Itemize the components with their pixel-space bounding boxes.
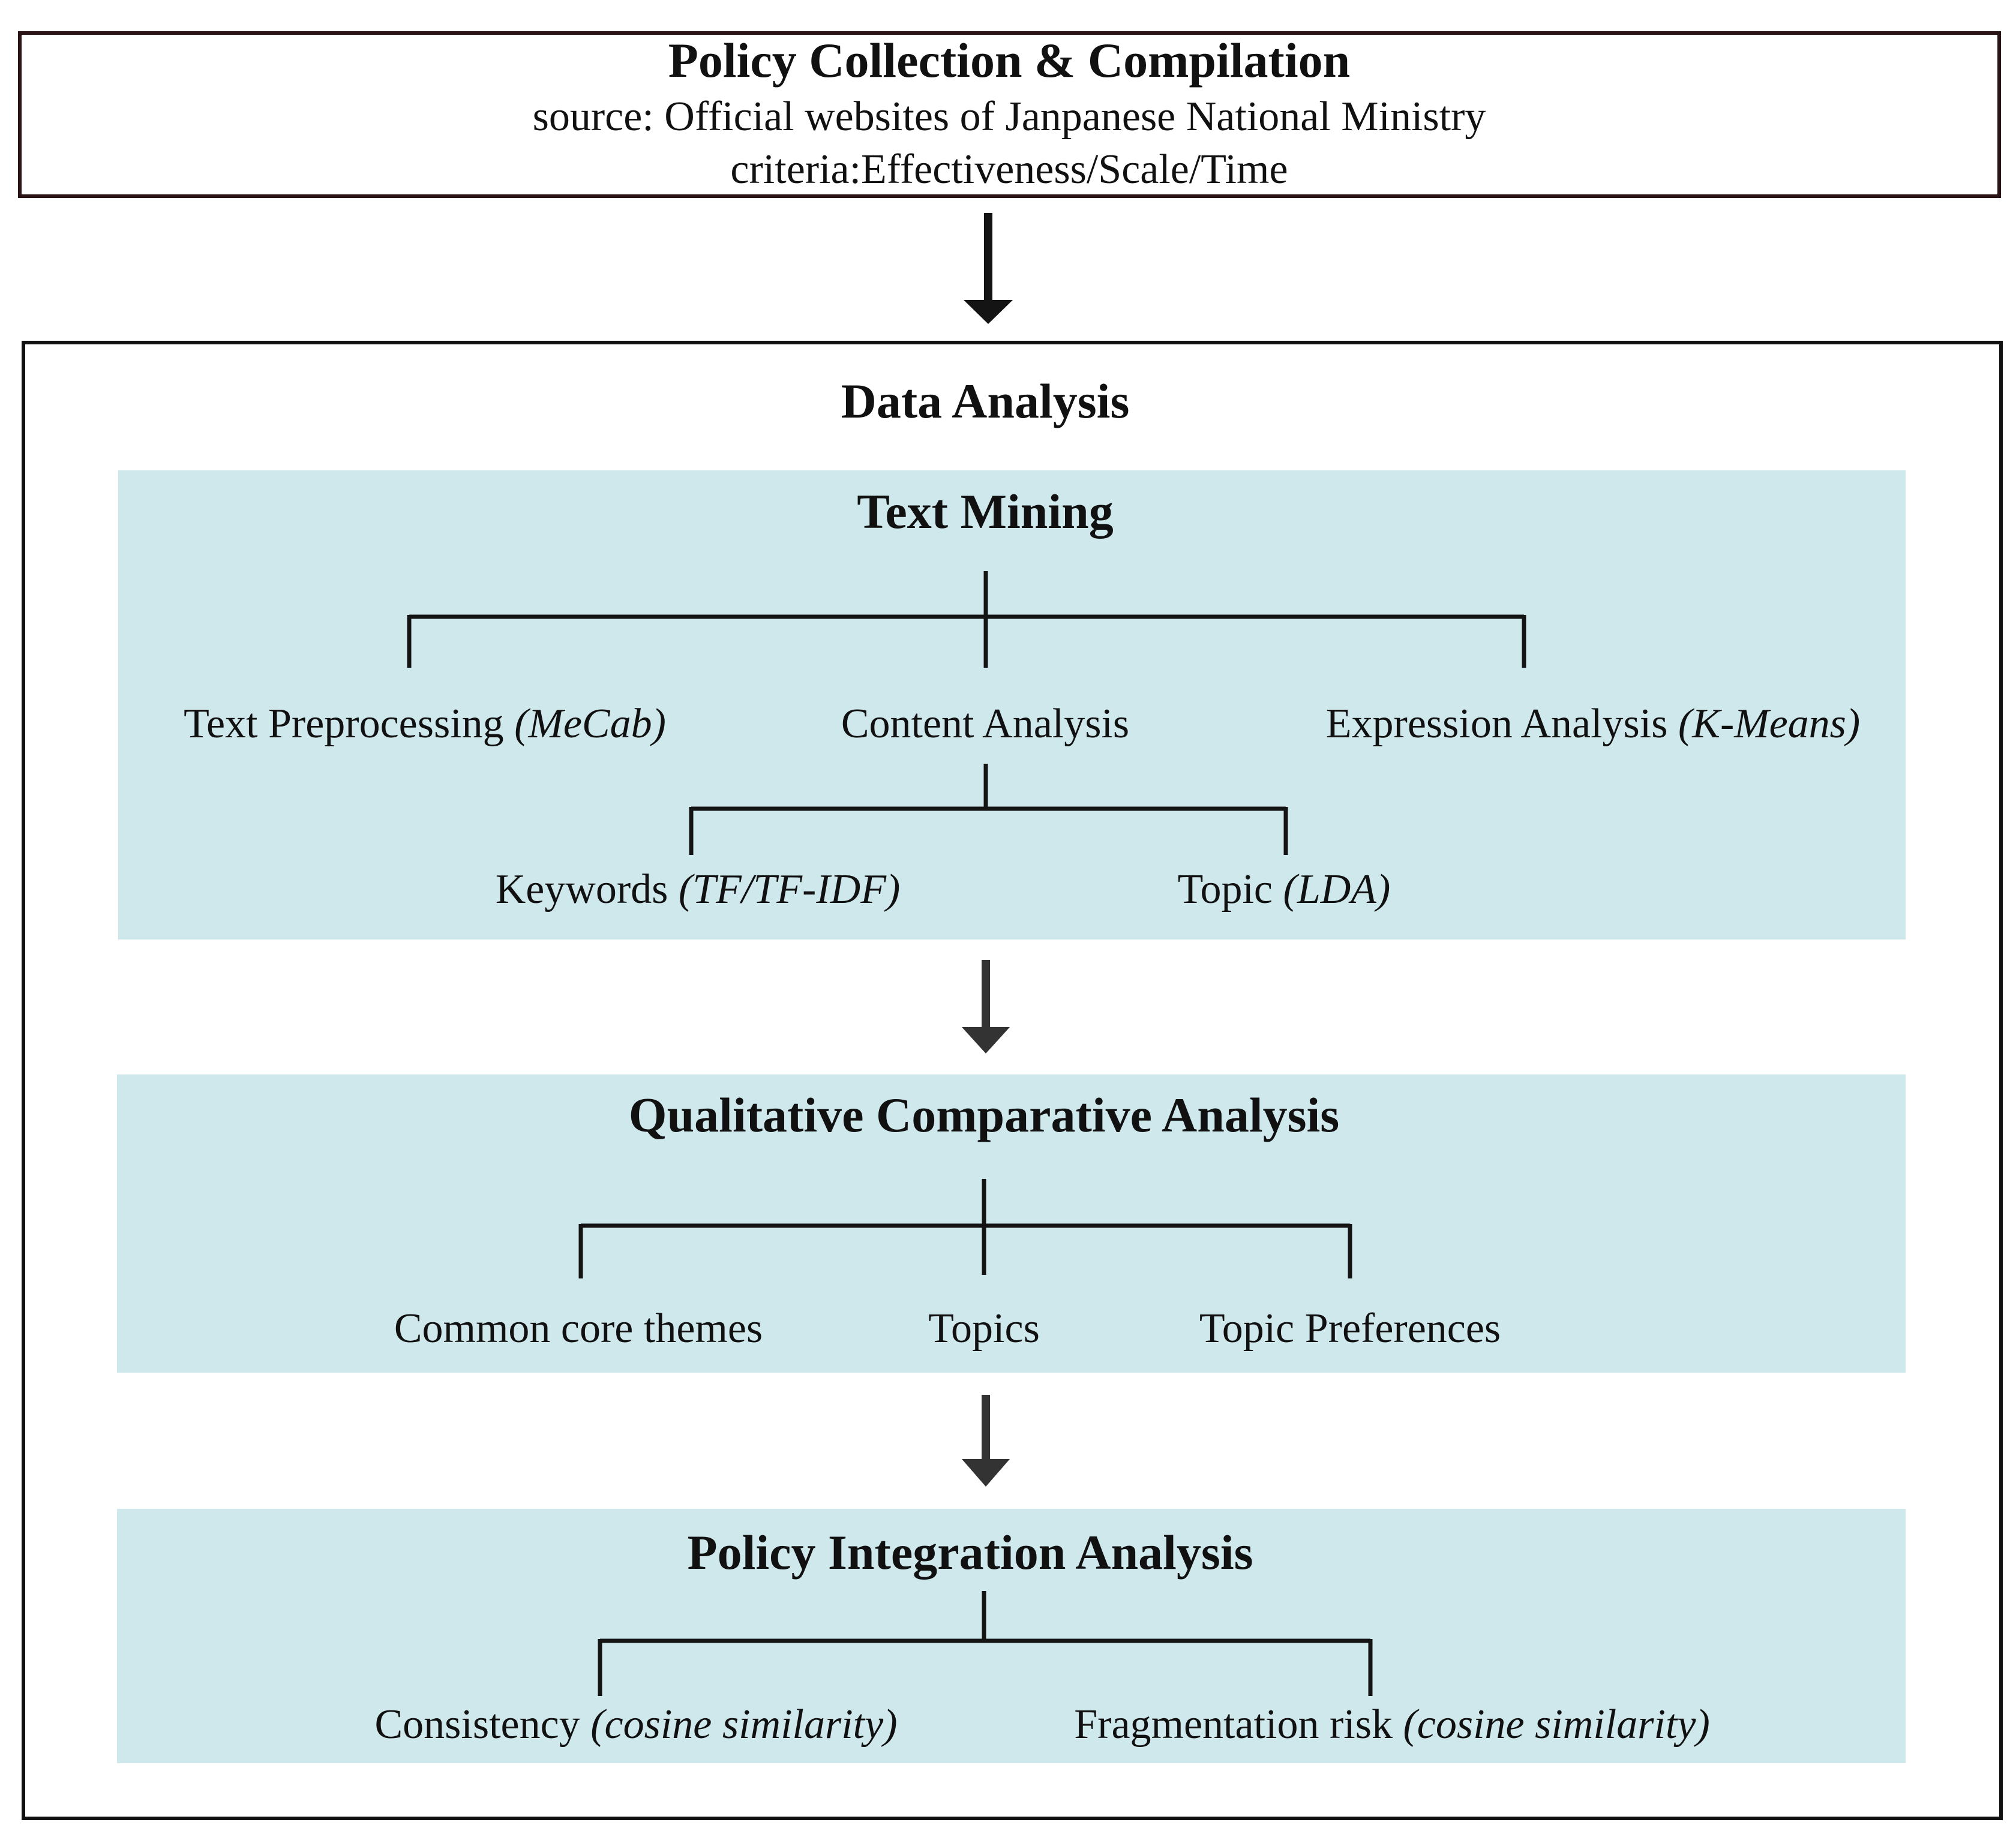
content-analysis-label: Content Analysis	[841, 701, 1130, 747]
expression-analysis-method: (K-Means)	[1678, 701, 1861, 747]
topic-name: Topic	[1177, 866, 1283, 913]
qca-title: Qualitative Comparative Analysis	[628, 1088, 1340, 1142]
arrow-collection-to-analysis	[964, 213, 1013, 324]
text-mining-title: Text Mining	[857, 484, 1114, 539]
topic-preferences-label: Topic Preferences	[1199, 1305, 1501, 1352]
keywords-name: Keywords	[495, 866, 679, 913]
topic-method: (LDA)	[1283, 866, 1391, 913]
expression-analysis-name: Expression Analysis	[1325, 701, 1678, 747]
policy-collection-title: Policy Collection & Compilation	[668, 33, 1351, 88]
fragmentation-risk-label: Fragmentation risk (cosine similarity)	[1074, 1704, 1710, 1746]
common-core-themes-label: Common core themes	[394, 1305, 763, 1352]
keywords-method: (TF/TF-IDF)	[678, 866, 901, 913]
qca-tree-lines	[578, 1179, 1352, 1278]
data-analysis-box	[22, 341, 2003, 1820]
policy-integration-panel	[117, 1509, 1906, 1763]
arrow-qca-to-integration	[962, 1395, 1010, 1487]
policy-collection-box	[18, 31, 2001, 198]
data-analysis-title: Data Analysis	[841, 374, 1130, 428]
arrow-textmining-to-qca	[962, 960, 1010, 1053]
policy-source-line: source: Official websites of Janpanese N…	[532, 94, 1486, 140]
topics-label: Topics	[928, 1305, 1040, 1352]
topic-label: Topic (LDA)	[1178, 869, 1391, 911]
text-mining-panel	[118, 470, 1906, 939]
consistency-label: Consistency (cosine similarity)	[374, 1704, 897, 1746]
integration-tree-lines	[598, 1591, 1373, 1696]
fragmentation-risk-name: Fragmentation risk	[1074, 1701, 1403, 1748]
consistency-name: Consistency	[374, 1701, 591, 1748]
keywords-label: Keywords (TF/TF-IDF)	[496, 869, 901, 911]
text-preprocessing-name: Text Preprocessing	[184, 701, 515, 747]
policy-criteria-line: criteria:Effectiveness/Scale/Time	[730, 146, 1288, 193]
expression-analysis-label: Expression Analysis (K-Means)	[1326, 703, 1860, 745]
policy-integration-title: Policy Integration Analysis	[687, 1525, 1253, 1580]
text-preprocessing-method: (MeCab)	[514, 701, 666, 747]
consistency-method: (cosine similarity)	[590, 1701, 898, 1748]
text-preprocessing-label: Text Preprocessing (MeCab)	[184, 703, 666, 745]
fragmentation-risk-method: (cosine similarity)	[1403, 1701, 1710, 1748]
text-mining-tree-lines	[407, 571, 1526, 855]
